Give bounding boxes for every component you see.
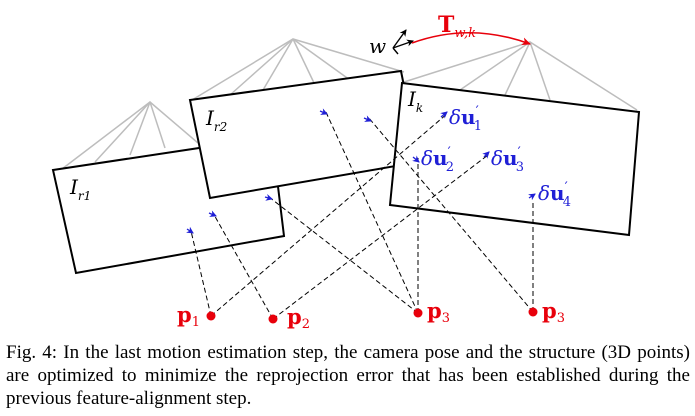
label-du3: δu′3: [491, 145, 524, 175]
label-p3b: p3: [542, 298, 565, 326]
displacement-arrows: [186, 108, 536, 234]
camera-pose-optimization-diagram: Ir1 Ir2 Ik w Tw,k δu′1 δu′2 δu′3 δu′4 p1…: [51, 12, 641, 332]
label-du1: δu′1: [449, 104, 482, 134]
projection-rays: [190, 109, 534, 320]
world-axes-icon: [392, 29, 414, 55]
figure-caption: Fig. 4: In the last motion estimation st…: [6, 341, 690, 410]
point-p3-marker: [413, 308, 423, 318]
label-frame-r2: Ir2: [205, 106, 227, 134]
label-frame-k: Ik: [407, 87, 423, 115]
label-du4: δu′4: [538, 180, 571, 210]
caption-text: In the last motion estimation step, the …: [6, 342, 691, 409]
image-frame-r2: [188, 69, 421, 200]
label-p1: p1: [177, 302, 200, 330]
image-frame-k: [388, 81, 641, 237]
camera-frustum-mesh: [61, 38, 638, 170]
label-world: w: [369, 34, 386, 58]
point-p1-marker: [206, 311, 216, 321]
label-frame-r1: Ir1: [69, 175, 91, 203]
label-du2: δu′2: [421, 145, 454, 175]
label-p3: p3: [427, 298, 450, 326]
transform-arrow: [411, 31, 531, 46]
point-p3b-marker: [528, 307, 538, 317]
label-transform: Tw,k: [438, 12, 476, 41]
caption-label: Fig. 4:: [6, 342, 58, 363]
label-p2: p2: [287, 304, 310, 332]
3d-points: [206, 307, 538, 324]
point-p2-marker: [268, 314, 278, 324]
